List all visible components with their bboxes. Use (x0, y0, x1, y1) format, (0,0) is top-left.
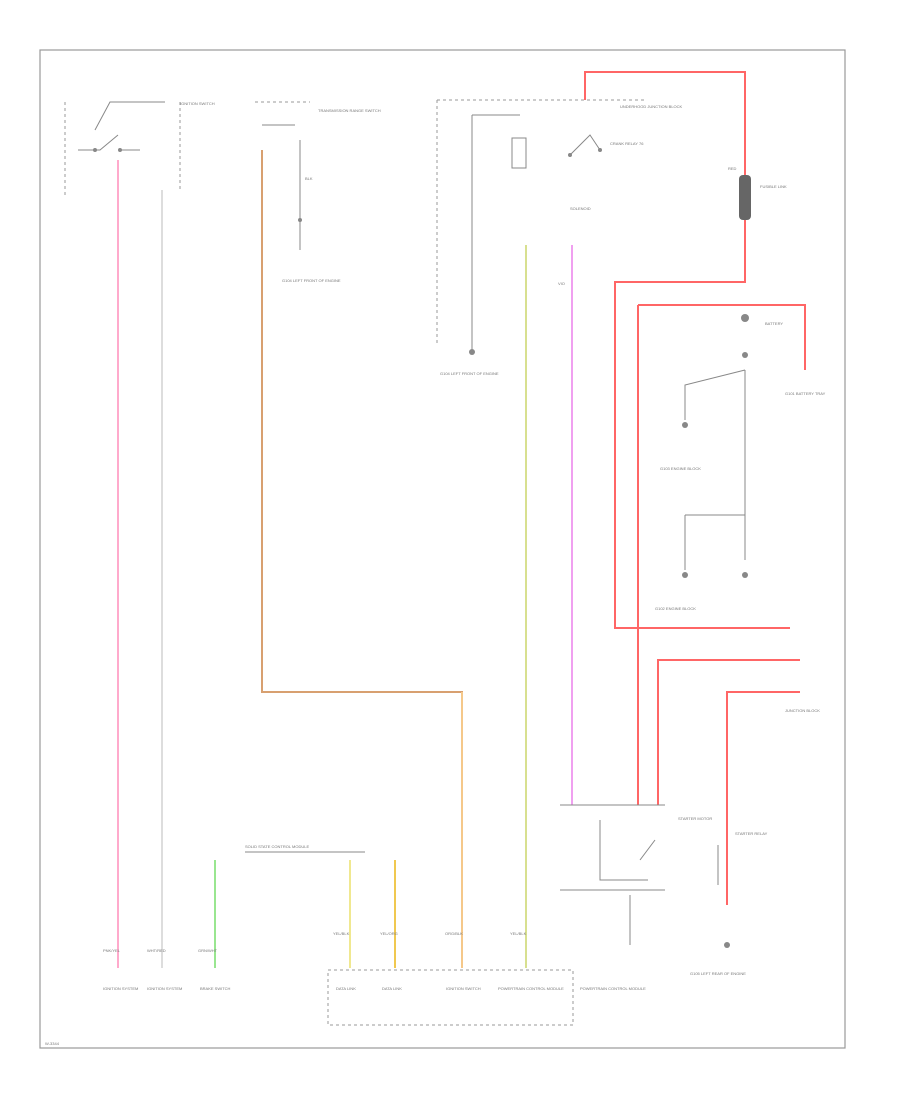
connector-label-3: BRAKE SWITCH (200, 986, 231, 991)
footer-code: W-3344 (45, 1041, 60, 1046)
junction-block-label: UNDERHOOD JUNCTION BLOCK (620, 104, 683, 109)
ignition-switch: IGNITION SWITCH (64, 101, 215, 195)
crank-relay-label: CRANK RELAY 76 (610, 141, 644, 146)
red-wire-fusible (584, 71, 746, 175)
red-wire-lower-right (726, 691, 800, 905)
wire-label-violet: VIO (558, 281, 565, 286)
starter-relay-label: STARTER RELAY (735, 831, 768, 836)
battery: BATTERY G101 BATTERY TRAY G103 ENGINE BL… (655, 314, 826, 611)
connector-label-5: DATA LINK (382, 986, 402, 991)
ground-2-label: G104 LEFT FRONT OF ENGINE (440, 371, 499, 376)
diagram-frame (39, 49, 846, 1049)
fusible-link (739, 175, 751, 220)
ignition-switch-label: IGNITION SWITCH (180, 101, 215, 106)
ground-1-label: G104 LEFT FRONT OF ENGINE (282, 278, 341, 283)
fusible-link-label: FUSIBLE LINK (760, 184, 787, 189)
connector-label-2: IGNITION SYSTEM (147, 986, 182, 991)
starter-motor: STARTER MOTOR STARTER RELAY G105 LEFT RE… (560, 804, 768, 976)
junction-block-2-label: JUNCTION BLOCK (785, 708, 820, 713)
starter-motor-label: STARTER MOTOR (678, 816, 712, 821)
connector-label-1: IGNITION SYSTEM (103, 986, 138, 991)
connector-label-6: IGNITION SWITCH (446, 986, 481, 991)
wire-label-yellow-orange: YEL/ORG (380, 931, 398, 936)
transmission-range-switch-label: TRANSMISSION RANGE SWITCH (318, 108, 381, 113)
wire-label-pink: PNK/YEL (103, 948, 121, 953)
wire-label-white: WHT/RED (147, 948, 166, 953)
ground-engine-a-label: G103 ENGINE BLOCK (660, 466, 701, 471)
red-wire-main (614, 220, 790, 629)
ground-starter-label: G105 LEFT REAR OF ENGINE (690, 971, 746, 976)
ground-engine-b-label: G102 ENGINE BLOCK (655, 606, 696, 611)
wire-label-red-1: RED (728, 166, 737, 171)
underhood-junction-block: UNDERHOOD JUNCTION BLOCK CRANK RELAY 76 … (436, 99, 683, 376)
ground-battery-label: G101 BATTERY TRAY (785, 391, 826, 396)
connector-label-4: DATA LINK (336, 986, 356, 991)
wire-label-orange: ORG/BLK (445, 931, 463, 936)
red-wire-battery (638, 304, 806, 370)
connector-label-7: POWERTRAIN CONTROL MODULE (498, 986, 564, 991)
red-wire-upper-right (657, 659, 800, 805)
bottom-header: SOLID STATE CONTROL MODULE (245, 844, 309, 849)
solenoid-label: SOLENOID (570, 206, 591, 211)
wire-label-green: GRN/WHT (198, 948, 218, 953)
pcm-connector-box (327, 969, 574, 1026)
wire-label-yellow-green: YEL/BLK (510, 931, 527, 936)
wire-label-blk-1: BLK (305, 176, 313, 181)
wire-label-yellow: YEL/BLK (333, 931, 350, 936)
connector-label-8: POWERTRAIN CONTROL MODULE (580, 986, 646, 991)
transmission-range-switch: TRANSMISSION RANGE SWITCH G104 LEFT FRON… (255, 101, 381, 283)
battery-label: BATTERY (765, 321, 783, 326)
